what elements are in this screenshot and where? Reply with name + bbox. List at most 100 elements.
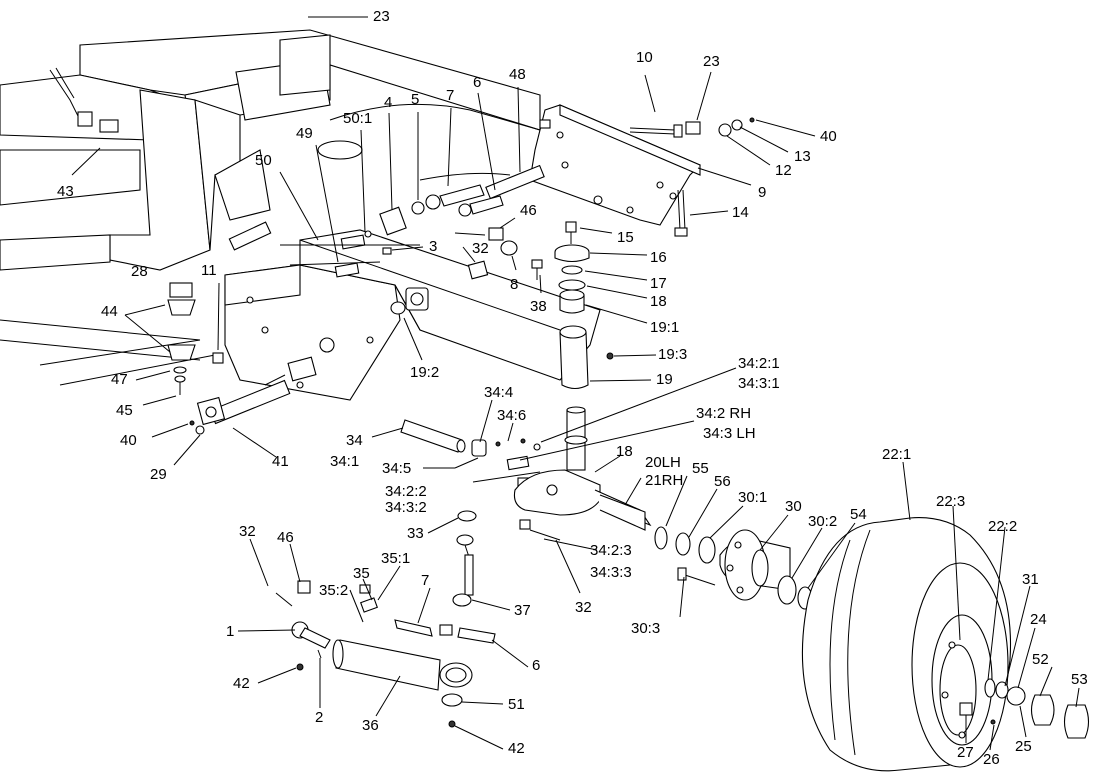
callout-42-lower: 42 <box>508 740 525 757</box>
callout-5: 5 <box>411 91 420 108</box>
callout-35: 35 <box>353 565 370 582</box>
callout-33: 33 <box>407 525 424 542</box>
callout-9: 9 <box>758 184 767 201</box>
callout-14: 14 <box>732 204 749 221</box>
hydraulic-fittings <box>280 184 504 280</box>
spindle-stack <box>485 164 614 390</box>
callout-19: 19 <box>656 371 673 388</box>
callout-6-upper: 6 <box>473 74 482 91</box>
callout-34-3-2: 34:3:2 <box>385 499 427 516</box>
callout-4: 4 <box>384 94 393 111</box>
callout-34-2-3: 34:2:3 <box>590 542 632 559</box>
callout-6-lower: 6 <box>532 657 541 674</box>
callout-34-3-1: 34:3:1 <box>738 375 780 392</box>
spindle <box>513 406 652 541</box>
main-frame <box>0 29 541 386</box>
callout-34-2-2: 34:2:2 <box>385 483 427 500</box>
callout-41: 41 <box>272 453 289 470</box>
callout-23: 23 <box>373 8 390 25</box>
callout-1: 1 <box>226 623 235 640</box>
left-hardware <box>167 282 291 435</box>
callout-21rh: 21RH <box>645 472 684 489</box>
callout-27: 27 <box>957 744 974 761</box>
callout-34-1: 34:1 <box>330 453 360 470</box>
callout-35-1: 35:1 <box>381 550 411 567</box>
callout-22-2: 22:2 <box>988 518 1018 535</box>
callout-48: 48 <box>509 66 526 83</box>
callout-47: 47 <box>111 371 128 388</box>
callout-28: 28 <box>131 263 148 280</box>
callout-44: 44 <box>101 303 118 320</box>
callout-45: 45 <box>116 402 133 419</box>
callout-34-2-rh: 34:2 RH <box>696 405 752 422</box>
callout-38: 38 <box>530 298 547 315</box>
callout-32-lower-left: 32 <box>239 523 256 540</box>
callout-20lh: 20LH <box>645 454 681 471</box>
callout-36: 36 <box>362 717 379 734</box>
callout-34-3-lh: 34:3 LH <box>703 425 756 442</box>
wheel-tire <box>801 517 1090 772</box>
callout-16: 16 <box>650 249 667 266</box>
wheel-hub <box>654 526 813 610</box>
callout-29: 29 <box>150 466 167 483</box>
callout-53: 53 <box>1071 671 1088 688</box>
callout-11: 11 <box>201 262 217 279</box>
callout-51: 51 <box>508 696 525 713</box>
callout-19-3: 19:3 <box>658 346 688 363</box>
leader-lines <box>71 16 1080 751</box>
callout-46-lower: 46 <box>277 529 294 546</box>
callout-30-2: 30:2 <box>808 513 838 530</box>
callout-34-6: 34:6 <box>497 407 527 424</box>
steering-bracket <box>529 104 755 237</box>
callout-8: 8 <box>510 276 519 293</box>
callout-52: 52 <box>1032 651 1049 668</box>
callout-18-upper: 18 <box>650 293 667 310</box>
callout-50-1: 50:1 <box>343 110 373 127</box>
callout-40-upper: 40 <box>820 128 837 145</box>
callout-40-lower: 40 <box>120 432 137 449</box>
callout-34-5: 34:5 <box>382 460 412 477</box>
callout-15: 15 <box>617 229 634 246</box>
callout-34-2-1: 34:2:1 <box>738 355 780 372</box>
callout-13: 13 <box>794 148 811 165</box>
callout-30-1: 30:1 <box>738 489 768 506</box>
callout-3: 3 <box>429 238 438 255</box>
callout-30: 30 <box>785 498 802 515</box>
callout-50: 50 <box>255 152 272 169</box>
callout-37: 37 <box>514 602 531 619</box>
callout-34-4: 34:4 <box>484 384 514 401</box>
callout-46-upper: 46 <box>520 202 537 219</box>
callout-18-lower: 18 <box>616 443 633 460</box>
callout-31: 31 <box>1022 571 1039 588</box>
callout-35-2: 35:2 <box>319 582 349 599</box>
callout-42-left: 42 <box>233 675 250 692</box>
callout-32-lower-right: 32 <box>575 599 592 616</box>
callout-12: 12 <box>775 162 792 179</box>
callout-23-bracket: 23 <box>703 53 720 70</box>
callout-32-upper: 32 <box>472 240 489 257</box>
callout-22-1: 22:1 <box>882 446 912 463</box>
callout-56: 56 <box>714 473 731 490</box>
callout-30-3: 30:3 <box>631 620 661 637</box>
callout-34: 34 <box>346 432 363 449</box>
callout-7-lower: 7 <box>421 572 430 589</box>
callout-24: 24 <box>1030 611 1047 628</box>
callout-55: 55 <box>692 460 709 477</box>
callout-34-3-3: 34:3:3 <box>590 564 632 581</box>
callout-25: 25 <box>1015 738 1032 755</box>
callout-19-2: 19:2 <box>410 364 440 381</box>
steering-cylinder <box>291 510 496 728</box>
callout-10: 10 <box>636 49 653 66</box>
callout-7-upper: 7 <box>446 87 455 104</box>
tie-rod <box>400 419 541 489</box>
callout-22-3: 22:3 <box>936 493 966 510</box>
front-axle <box>224 229 601 401</box>
callout-43: 43 <box>57 183 74 200</box>
callout-54: 54 <box>850 506 867 523</box>
callout-26: 26 <box>983 751 1000 768</box>
callout-17: 17 <box>650 275 667 292</box>
callout-19-1: 19:1 <box>650 319 680 336</box>
callout-49: 49 <box>296 125 313 142</box>
